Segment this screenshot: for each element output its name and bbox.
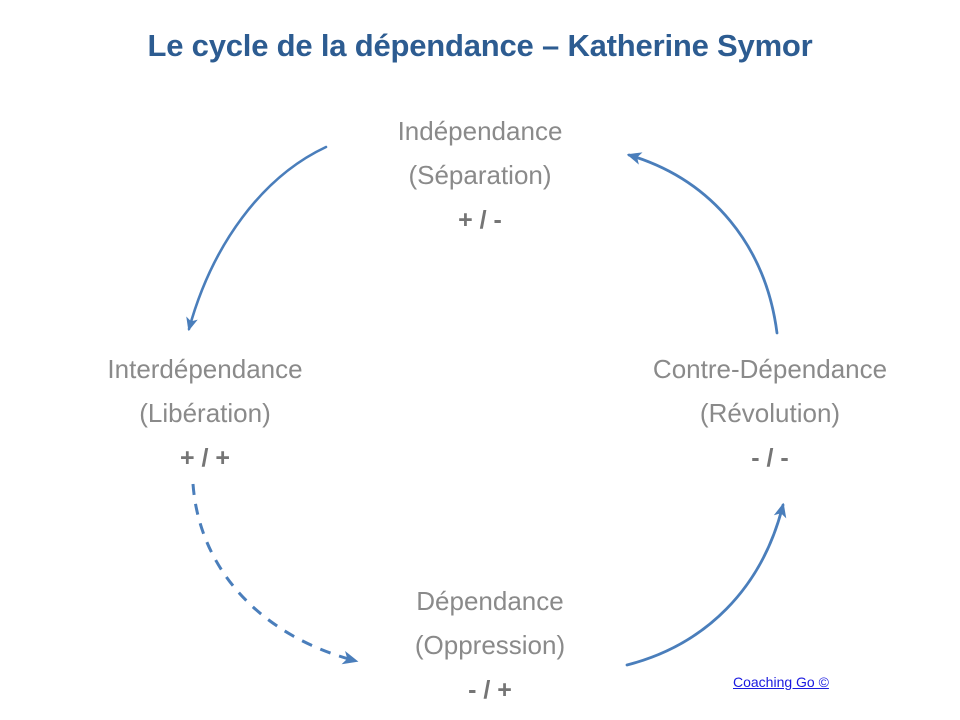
arrow-contre-dependance-to-independance [626,152,779,335]
node-sign: - / + [468,676,512,704]
cycle-node-dependance: Dépendance (Oppression) - / + [365,588,615,703]
arrow-independance-to-interdependance [186,145,328,332]
node-name: Dépendance [416,586,564,616]
node-name: Indépendance [397,116,563,146]
node-sign: + / + [179,444,231,472]
node-sign: - / - [751,444,789,472]
cycle-node-contre-dependance: Contre-Dépendance (Révolution) - / - [600,356,940,471]
node-subtitle: (Libération) [139,398,271,428]
node-name: Interdépendance [107,354,303,384]
coaching-go-link[interactable]: Coaching Go © [733,674,829,690]
arrow-interdependance-to-dependance [191,483,359,665]
cycle-node-independance: Indépendance (Séparation) + / - [330,118,630,233]
node-subtitle: (Oppression) [414,630,566,660]
arrow-dependance-to-contre-dependance [625,502,787,667]
page-title: Le cycle de la dépendance – Katherine Sy… [147,28,813,63]
node-name: Contre-Dépendance [652,354,888,384]
node-subtitle: (Révolution) [699,398,841,428]
node-sign: + / - [458,206,502,234]
cycle-node-interdependance: Interdépendance (Libération) + / + [35,356,375,471]
node-subtitle: (Séparation) [408,160,552,190]
